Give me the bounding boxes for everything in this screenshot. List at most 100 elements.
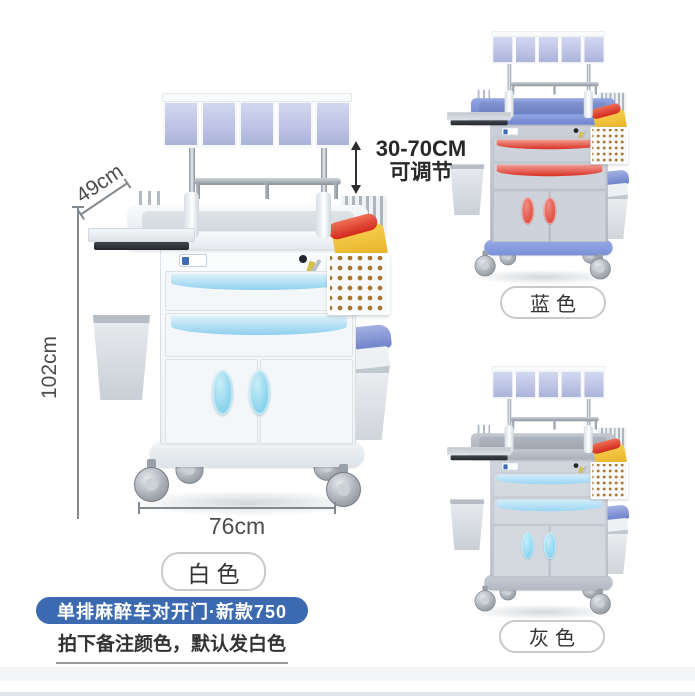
caster-wheel xyxy=(474,590,496,612)
pole-sleeve-left xyxy=(504,425,514,453)
caster-stem xyxy=(147,459,156,471)
wheel-hub xyxy=(184,464,195,475)
caster-wheel xyxy=(134,467,169,502)
base-frame xyxy=(484,239,613,256)
brand-mark xyxy=(503,464,508,470)
drawer-2 xyxy=(493,163,606,190)
door-right xyxy=(550,190,606,242)
top-bins-rack xyxy=(491,35,605,64)
door-left xyxy=(165,359,258,444)
cabinet-doors xyxy=(493,525,606,577)
pole-adjust-label: 可调节 xyxy=(389,161,453,184)
storage-bin xyxy=(514,35,537,64)
storage-bin xyxy=(537,370,560,399)
rail-post xyxy=(334,183,338,199)
pole-sleeve-left xyxy=(184,192,199,238)
drawer-1 xyxy=(493,472,606,497)
lock-keyhole xyxy=(573,128,579,133)
side-basket xyxy=(590,127,629,165)
bag-rim xyxy=(93,315,150,323)
door-handle-left xyxy=(521,532,534,560)
door-handle-left xyxy=(521,197,534,225)
door-handle-right xyxy=(543,532,557,560)
door-handle-right xyxy=(249,370,270,415)
width-dimension-line xyxy=(138,502,336,514)
rail-post xyxy=(265,183,269,199)
caster-stem xyxy=(482,250,488,258)
pole-sleeve-right xyxy=(583,90,593,118)
caster-front-left xyxy=(134,459,169,503)
color-remark-note: 拍下备注颜色，默认发白色 xyxy=(36,629,308,664)
pole-range-label: 30-70CM xyxy=(375,136,467,161)
wheel-hub xyxy=(504,588,512,596)
back-guard-rail xyxy=(194,178,341,199)
side-bag-left xyxy=(450,164,485,216)
drawer-1-handle xyxy=(496,474,603,485)
storage-bin xyxy=(560,370,582,399)
caster-front-left xyxy=(474,585,496,612)
side-basket xyxy=(327,253,390,315)
top-bins-rack xyxy=(162,101,352,148)
floor-shadow xyxy=(463,268,623,286)
rail-post xyxy=(553,420,556,430)
storage-bin xyxy=(583,35,605,64)
drawer-2-handle xyxy=(171,316,347,335)
brand-mark xyxy=(503,129,508,135)
wheel-hub xyxy=(504,253,512,261)
drawer-1 xyxy=(493,137,606,162)
iv-pole-left xyxy=(507,63,512,102)
footer-strip xyxy=(0,667,695,681)
storage-bin xyxy=(492,35,514,64)
door-left xyxy=(493,190,549,242)
door-right xyxy=(550,525,606,577)
lock-keyhole xyxy=(573,463,579,468)
storage-bin xyxy=(277,101,313,148)
drawer-1-handle xyxy=(171,274,347,290)
back-guard-rail xyxy=(510,82,599,95)
cabinet-doors xyxy=(165,359,353,444)
drawer-2-handle xyxy=(496,499,603,512)
top-shelf-bar xyxy=(491,31,606,37)
iv-pole-left xyxy=(507,398,512,437)
tray-front-edge xyxy=(469,114,617,125)
pole-sleeve-right xyxy=(316,192,331,238)
caster-stem xyxy=(339,464,348,476)
cabinet-doors xyxy=(493,190,606,242)
back-guard-rail xyxy=(510,417,599,430)
cabinet-body xyxy=(160,245,356,445)
height-dimension-line xyxy=(72,206,84,519)
caster-front-right xyxy=(589,588,611,615)
pole-sleeve-right xyxy=(583,425,593,453)
rail-post xyxy=(511,85,515,95)
side-basket xyxy=(590,462,629,500)
storage-bin xyxy=(560,35,582,64)
cart-variant-blue xyxy=(447,31,636,286)
door-handle-left xyxy=(212,370,233,415)
pole-adjust-note: 30-70CM 可调节 xyxy=(368,136,474,185)
cabinet-body xyxy=(490,457,608,578)
top-bins-rack xyxy=(491,370,605,399)
brand-mark xyxy=(182,257,189,265)
door-handle-right xyxy=(543,197,557,225)
variant-label-white: 白色 xyxy=(161,552,266,591)
footer-line xyxy=(0,692,695,696)
caster-front-right xyxy=(589,253,611,280)
storage-bin xyxy=(239,101,275,148)
caster-stem xyxy=(597,253,603,261)
variant-label-gray: 灰色 xyxy=(499,620,605,653)
caster-stem xyxy=(482,585,488,593)
cabinet-body xyxy=(490,122,608,243)
variant-label-blue: 蓝色 xyxy=(500,286,606,319)
writing-board-rail xyxy=(94,242,189,250)
rail-post xyxy=(553,85,556,95)
top-shelf-bar xyxy=(162,93,352,102)
writing-board xyxy=(447,112,512,121)
storage-bin xyxy=(163,101,199,148)
height-dimension-label: 102cm xyxy=(38,336,61,400)
drawer-2 xyxy=(493,498,606,525)
side-bag-left xyxy=(450,499,485,551)
base-frame xyxy=(150,441,364,467)
bag-rim xyxy=(450,164,485,169)
product-title-badge: 单排麻醉车对开门·新款750 xyxy=(36,597,308,624)
pole-sleeve-left xyxy=(504,90,514,118)
